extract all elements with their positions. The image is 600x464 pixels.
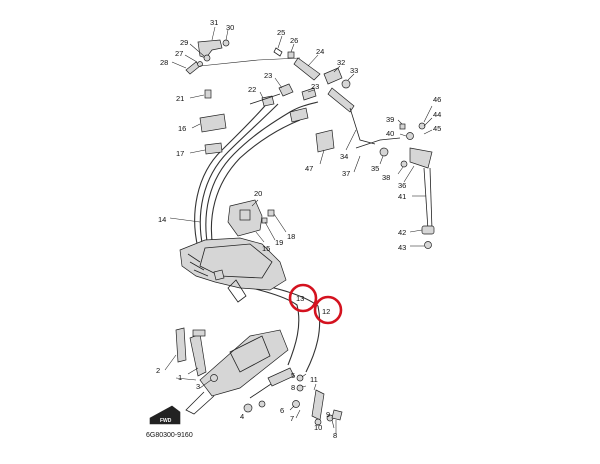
callout-14: 14 [158,215,166,224]
callout-13: 13 [296,294,304,303]
callout-10: 10 [314,423,322,432]
callout-22: 22 [248,85,256,94]
callout-8-upper: 8 [291,383,295,392]
callout-3: 3 [196,382,200,391]
control-cables [194,99,321,373]
callout-46: 46 [433,95,441,104]
callout-40: 40 [386,129,394,138]
callout-44: 44 [433,110,441,119]
callout-33: 33 [350,66,358,75]
callout-36: 36 [398,181,406,190]
callout-1: 1 [178,373,182,382]
callout-25: 25 [277,28,285,37]
callout-37: 37 [342,169,350,178]
callout-41: 41 [398,192,406,201]
callout-38: 38 [382,173,390,182]
callout-34: 34 [340,152,348,161]
top-left-link-group [171,26,301,75]
callout-2: 2 [156,366,160,375]
callout-30: 30 [226,23,234,32]
part-callouts: 31 30 29 27 28 25 26 24 32 33 23 23 22 2… [146,18,441,440]
callout-32: 32 [337,58,345,67]
callout-12: 12 [322,307,330,316]
callout-43: 43 [398,243,406,252]
callout-35: 35 [371,164,379,173]
remote-control-housing [179,237,287,303]
callout-4: 4 [240,412,244,421]
callout-21: 21 [176,94,184,103]
callout-9: 9 [326,410,330,419]
shift-lever-group [315,65,401,173]
callout-15: 15 [262,244,270,253]
callout-26: 26 [290,36,298,45]
callout-23-upper: 23 [264,71,272,80]
callout-23-lower: 23 [311,82,319,91]
lower-control-assembly [164,327,343,434]
fwd-badge-label: FWD [160,418,172,424]
callout-19: 19 [275,238,283,247]
highlight-circle-13 [288,283,318,313]
highlight-circle-12 [313,295,343,325]
callout-28: 28 [160,58,168,67]
callout-16: 16 [178,124,186,133]
callout-24: 24 [316,47,324,56]
junction-box-group [169,199,287,243]
callout-7: 7 [290,414,294,423]
callout-17: 17 [176,149,184,158]
callout-29: 29 [180,38,188,47]
right-linkage-group [379,105,435,249]
callout-20: 20 [254,189,262,198]
callout-6: 6 [280,406,284,415]
callout-31: 31 [210,18,218,27]
diagram-code: 6G80300-9160 [146,432,193,439]
callout-47: 47 [305,164,313,173]
left-bracket-group [189,89,227,155]
callout-8-lower: 8 [333,431,337,440]
callout-18: 18 [287,232,295,241]
callout-11: 11 [310,375,318,384]
callout-27: 27 [175,49,183,58]
callout-42: 42 [398,228,406,237]
callout-45: 45 [433,124,441,133]
fwd-badge: FWD [149,405,181,425]
upper-middle-cable-ends [249,35,321,123]
callout-39: 39 [386,115,394,124]
callout-5: 5 [291,371,295,380]
